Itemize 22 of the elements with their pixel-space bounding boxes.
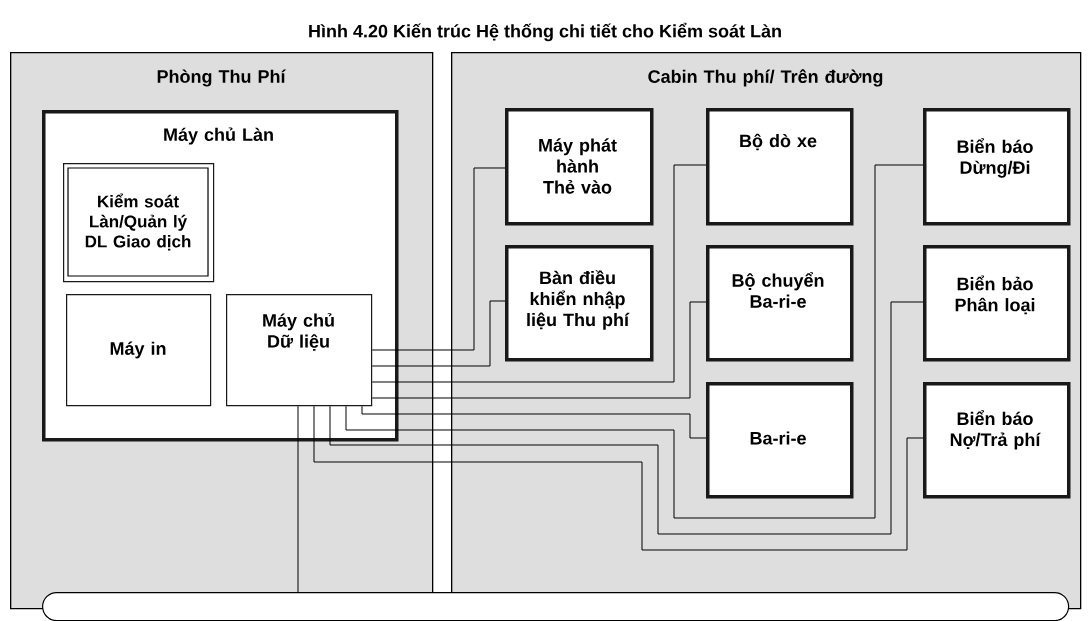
- device-box: Biển bảo Phân loại: [923, 245, 1071, 362]
- device-box: Bàn điều khiển nhập liệu Thu phí: [505, 245, 654, 362]
- device-box: Ba-ri-e: [706, 382, 854, 499]
- connector-line: [371, 167, 506, 351]
- bus-bar: [42, 592, 1070, 621]
- connector-line: [297, 405, 299, 593]
- component-box: Máy chủ Dữ liệu: [226, 294, 373, 407]
- connector-line: [313, 405, 924, 551]
- connector-line: [371, 301, 707, 399]
- component-box: Máy in: [66, 294, 212, 407]
- figure-title: Hình 4.20 Kiến trúc Hệ thống chi tiết cho Kiểm soát Làn: [309, 22, 781, 42]
- device-box: Biển báo Nợ/Trả phí: [923, 382, 1071, 499]
- device-box: Bộ chuyển Ba-ri-e: [706, 245, 854, 362]
- device-box: Biển báo Dừng/Đi: [923, 108, 1071, 226]
- connector-line: [345, 164, 924, 519]
- connector-line: [329, 301, 924, 535]
- device-box: Bộ dò xe: [706, 108, 854, 226]
- device-box: Máy phát hành Thẻ vào: [505, 108, 654, 226]
- connector-line: [371, 300, 506, 367]
- connector-line: [371, 164, 707, 383]
- module-box: Kiểm soát Làn/Quản lý DL Giao dịch: [63, 163, 215, 283]
- connector-line: [361, 405, 707, 439]
